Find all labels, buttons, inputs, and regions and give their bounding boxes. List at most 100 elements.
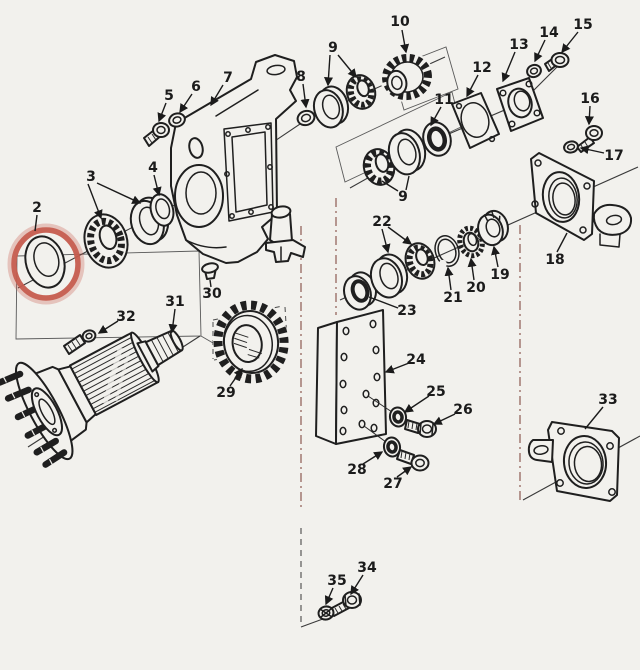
callout-30-28: 30 <box>202 286 222 302</box>
gear-teeth <box>213 300 289 384</box>
part-16-bolt <box>576 125 603 153</box>
part-21-snap-ring <box>434 235 460 268</box>
callout-13-11: 13 <box>509 37 528 53</box>
callout-2-0: 2 <box>32 200 42 216</box>
leader-line-26 <box>432 413 456 425</box>
leader-line-34 <box>350 574 364 596</box>
callout-4-2: 4 <box>148 160 158 176</box>
leader-line-31 <box>168 308 178 334</box>
leader-line-9 <box>405 175 410 191</box>
part-7-shift-housing <box>170 54 298 264</box>
callout-5-3: 5 <box>164 88 174 104</box>
leader-line-4 <box>152 174 162 197</box>
leader-line-2 <box>34 214 38 232</box>
leader-line-21 <box>444 266 454 291</box>
callout-16-14: 16 <box>580 91 599 107</box>
callout-10-8: 10 <box>390 14 410 30</box>
callout-14-12: 14 <box>539 25 559 41</box>
part-30-plug <box>201 262 219 280</box>
callout-12-10: 12 <box>472 60 491 76</box>
leader-line-16 <box>584 105 594 126</box>
callout-29-27: 29 <box>216 385 235 401</box>
flange-holes <box>556 427 616 496</box>
gasket-face-holes <box>224 124 274 219</box>
housing-bore <box>174 164 224 228</box>
callout-8-6: 8 <box>296 69 306 85</box>
callout-22-20: 22 <box>372 214 391 230</box>
callout-20-18: 20 <box>466 280 486 296</box>
leader-line-20 <box>467 257 477 281</box>
callout-27-25: 27 <box>383 476 402 492</box>
callout-34-32: 34 <box>357 560 377 576</box>
leader-line-8 <box>300 83 310 109</box>
callout-35-33: 35 <box>327 573 346 589</box>
leader-line-27 <box>396 466 413 478</box>
part-6-lock-washer <box>168 112 186 128</box>
part-19-nut <box>477 209 509 247</box>
callout-32-30: 32 <box>116 309 135 325</box>
leader-line-22 <box>387 226 413 245</box>
callout-7-5: 7 <box>223 70 233 86</box>
part-10-drive-gear <box>380 51 434 103</box>
flange-holes <box>531 159 591 234</box>
part-28-washer <box>382 436 402 458</box>
callout-21-19: 21 <box>443 290 462 306</box>
callout-3-1: 3 <box>86 169 96 185</box>
part-25-washer <box>388 406 408 428</box>
leader-line-30 <box>209 279 212 288</box>
bearing-rollers <box>364 149 394 185</box>
callout-15-13: 15 <box>573 17 592 33</box>
leader-line-13 <box>501 51 516 83</box>
leader-line-6 <box>179 93 193 114</box>
part-9-bearing-top <box>345 74 377 110</box>
leader-line-12 <box>466 74 479 98</box>
part-2-oil-seal <box>24 235 66 289</box>
part-34-bolt <box>329 591 362 617</box>
part-5-bolt <box>143 122 170 147</box>
phantom-connector-2 <box>200 335 214 344</box>
part-31-hub-and-shaft <box>0 329 184 468</box>
part-35-lock-washer <box>317 605 335 621</box>
part-12-gasket <box>451 92 500 149</box>
part-24-gasket-plate <box>315 309 393 445</box>
callout-19-17: 19 <box>490 267 509 283</box>
part-32-bolt <box>63 329 97 355</box>
spline-hatching <box>71 335 157 413</box>
part-18-bearing-cap-housing <box>530 152 633 248</box>
part-17-lock-washer <box>563 140 579 154</box>
leader-line-9 <box>381 180 399 192</box>
leader-line-17 <box>579 145 605 155</box>
callout-6-4: 6 <box>191 79 201 95</box>
part-4-ring <box>149 193 175 227</box>
part-29-gear <box>212 300 290 384</box>
part-9-bearing-lower <box>362 148 396 186</box>
leader-line-25 <box>403 395 430 413</box>
callout-25-23: 25 <box>426 384 445 400</box>
leader-line-35 <box>324 587 334 606</box>
leader-line-10 <box>400 29 410 54</box>
leader-line-33 <box>584 406 604 430</box>
part-9-cup-lower <box>387 128 427 176</box>
snap-ring-gap <box>438 259 447 268</box>
bearing-rollers <box>87 217 125 265</box>
callout-33-31: 33 <box>598 392 617 408</box>
highlight-layer <box>7 223 85 305</box>
callout-31-29: 31 <box>165 294 184 310</box>
part-22-bearing-cone <box>404 242 436 280</box>
part-27-bolt <box>396 449 430 472</box>
leader-line-14 <box>534 39 546 63</box>
callout-26-24: 26 <box>453 402 472 418</box>
leader-line-18 <box>556 232 568 253</box>
leader-line-24 <box>384 362 410 374</box>
bore-splines <box>233 332 262 359</box>
mount-lug <box>527 439 554 463</box>
leader-line-29 <box>229 367 243 387</box>
leader-line-7 <box>210 84 224 107</box>
leader-line-15 <box>561 31 579 54</box>
bearing-rollers <box>347 76 375 108</box>
part-22-bearing-cup <box>369 253 409 299</box>
housing-lower-bracket <box>265 205 306 263</box>
